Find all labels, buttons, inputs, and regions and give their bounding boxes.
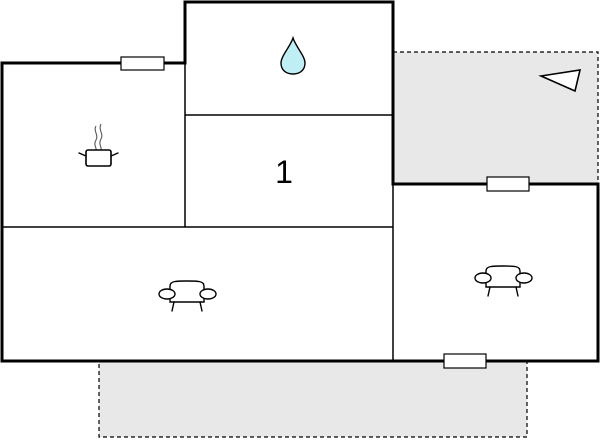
- cooking-pot-icon: [78, 123, 119, 167]
- sofa-icon: [158, 280, 217, 312]
- interior-walls: [2, 63, 394, 361]
- north-arrow-icon: [538, 69, 582, 93]
- exterior-walls: [0, 0, 600, 363]
- sofa-icon: [474, 265, 533, 297]
- room-number-label: 1: [275, 154, 293, 190]
- water-drop-icon: [280, 35, 306, 75]
- window-side-room: [486, 176, 530, 192]
- window-bottom: [443, 353, 487, 369]
- window-kitchen: [120, 56, 165, 71]
- terrace-bottom: [98, 360, 528, 438]
